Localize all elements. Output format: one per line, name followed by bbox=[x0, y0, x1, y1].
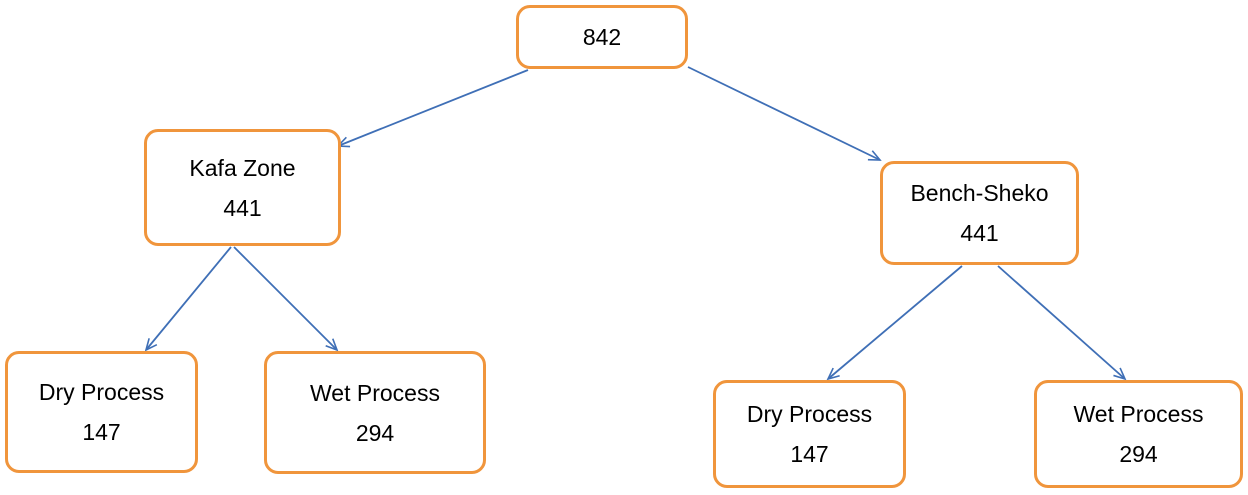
node-value: 294 bbox=[355, 419, 395, 446]
node-value: 147 bbox=[790, 441, 829, 467]
node-value: 147 bbox=[82, 419, 121, 445]
edge-root-to-kafa bbox=[336, 69, 529, 148]
node-value: 441 bbox=[960, 220, 999, 246]
node-kafa-wet-process: Wet Process 294 bbox=[264, 351, 486, 474]
node-value: 441 bbox=[223, 194, 262, 221]
root-node: 842 bbox=[516, 5, 688, 69]
node-bench-wet-process: Wet Process 294 bbox=[1034, 380, 1243, 488]
node-value: 294 bbox=[1119, 441, 1158, 467]
edge-bench-to-wet bbox=[997, 265, 1127, 381]
node-label: Kafa Zone bbox=[189, 154, 296, 181]
node-label: Wet Process bbox=[1073, 401, 1204, 427]
node-label: Dry Process bbox=[38, 379, 165, 405]
node-bench-sheko: Bench-Sheko 441 bbox=[880, 161, 1079, 265]
node-kafa-dry-process: Dry Process 147 bbox=[5, 351, 198, 473]
node-kafa-zone: Kafa Zone 441 bbox=[144, 129, 341, 246]
edge-root-to-bench bbox=[687, 66, 882, 161]
node-label: Wet Process bbox=[310, 379, 440, 406]
root-value: 842 bbox=[582, 24, 622, 50]
node-label: Dry Process bbox=[746, 401, 873, 427]
edge-kafa-to-dry bbox=[144, 246, 232, 352]
node-bench-dry-process: Dry Process 147 bbox=[713, 380, 906, 488]
edge-bench-to-dry bbox=[826, 265, 963, 381]
edge-kafa-to-wet bbox=[233, 246, 339, 352]
node-label: Bench-Sheko bbox=[910, 180, 1049, 206]
